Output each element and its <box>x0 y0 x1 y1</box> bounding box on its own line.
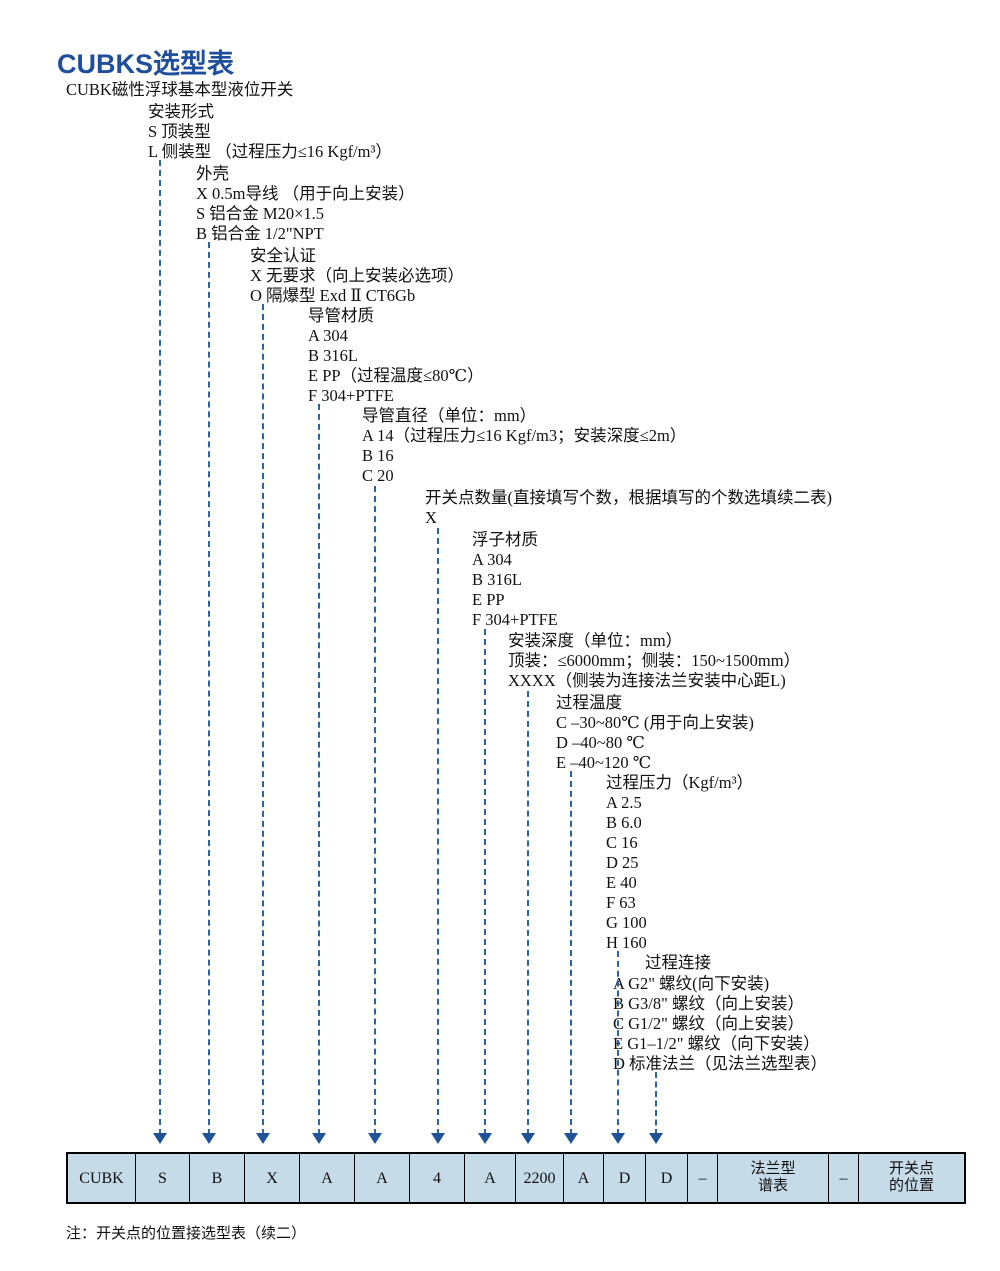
code-cell-switch-point-position-line1: 开关点 <box>888 1161 934 1177</box>
arrow-installation-depth <box>521 1133 535 1144</box>
connector-process-pressure <box>617 951 619 1135</box>
group-installation-depth-heading: 安装深度（单位：mm） <box>508 631 683 650</box>
option-process-pressure-d: D 25 <box>606 853 639 872</box>
code-cell-process-temperature[interactable]: A <box>564 1154 604 1202</box>
group-float-material-heading: 浮子材质 <box>472 530 538 549</box>
option-process-connection-e: E G1–1/2" 螺纹（向下安装） <box>613 1034 820 1053</box>
connector-conduit-material <box>318 404 320 1135</box>
code-cell-installation-depth[interactable]: 2200 <box>516 1154 564 1202</box>
option-float-material-e: E PP <box>472 590 505 609</box>
group-conduit-material-heading: 导管材质 <box>308 306 374 325</box>
option-mounting-type-s: S 顶装型 <box>148 122 211 141</box>
footnote: 注：开关点的位置接选型表（续二） <box>66 1225 307 1242</box>
arrow-process-pressure <box>611 1133 625 1144</box>
option-conduit-diameter-c: C 20 <box>362 466 394 485</box>
option-housing-x: X 0.5m导线 （用于向上安装） <box>196 184 415 203</box>
arrow-mounting-type <box>153 1133 167 1144</box>
option-process-temperature-d: D –40~80 ℃ <box>556 733 645 752</box>
group-process-pressure-heading: 过程压力（Kgf/m³） <box>606 773 754 792</box>
arrow-process-temperature <box>564 1133 578 1144</box>
code-cell-flange-table[interactable]: 法兰型 谱表 <box>718 1154 829 1202</box>
group-switch-point-count-heading: 开关点数量(直接填写个数，根据填写的个数选填续二表) <box>425 488 832 507</box>
option-safety-o: O 隔爆型 Exd Ⅱ CT6Gb <box>250 286 416 305</box>
connector-switch-point-count <box>437 528 439 1135</box>
connector-mounting-type <box>159 160 161 1135</box>
option-process-connection-b: B G3/8" 螺纹（向上安装） <box>613 994 804 1013</box>
option-process-temperature-c: C –30~80℃ (用于向上安装) <box>556 713 754 732</box>
code-cell-flange-table-line1: 法兰型 <box>750 1161 796 1177</box>
arrow-safety-certification <box>256 1133 270 1144</box>
arrow-conduit-material <box>312 1133 326 1144</box>
group-conduit-diameter-heading: 导管直径（单位：mm） <box>362 406 537 425</box>
code-cell-float-material[interactable]: A <box>465 1154 516 1202</box>
option-safety-x: X 无要求（向上安装必选项） <box>250 266 465 285</box>
connector-installation-depth <box>527 691 529 1135</box>
code-table: CUBK S B X A A 4 A 2200 A D D – 法兰型 谱表 –… <box>66 1152 966 1204</box>
option-housing-s: S 铝合金 M20×1.5 <box>196 204 325 223</box>
code-cell-switch-point-position[interactable]: 开关点 的位置 <box>859 1154 964 1202</box>
code-cell-mounting-type[interactable]: S <box>136 1154 190 1202</box>
option-conduit-material-b: B 316L <box>308 346 358 365</box>
arrow-housing <box>202 1133 216 1144</box>
code-cell-separator-2: – <box>829 1154 859 1202</box>
code-cell-conduit-diameter[interactable]: A <box>355 1154 410 1202</box>
arrow-float-material <box>478 1133 492 1144</box>
connector-housing <box>208 242 210 1135</box>
option-conduit-material-e: E PP（过程温度≤80℃） <box>308 366 484 385</box>
group-housing-heading: 外壳 <box>196 164 229 183</box>
option-process-connection-a: A G2" 螺纹(向下安装) <box>613 974 770 993</box>
code-cell-flange-table-line2: 谱表 <box>757 1178 788 1194</box>
option-conduit-material-a: A 304 <box>308 326 348 345</box>
code-cell-housing[interactable]: B <box>190 1154 245 1202</box>
option-mounting-type-l: L 侧装型 （过程压力≤16 Kgf/m³） <box>148 142 392 161</box>
option-float-material-a: A 304 <box>472 550 512 569</box>
code-cell-process-pressure[interactable]: D <box>604 1154 646 1202</box>
arrow-conduit-diameter <box>368 1133 382 1144</box>
option-process-pressure-c: C 16 <box>606 833 638 852</box>
code-cell-safety-certification[interactable]: X <box>245 1154 300 1202</box>
option-housing-b: B 铝合金 1/2"NPT <box>196 224 324 243</box>
root-label: CUBK磁性浮球基本型液位开关 <box>66 80 294 99</box>
arrow-process-connection <box>649 1133 663 1144</box>
code-cell-switch-point-count[interactable]: 4 <box>410 1154 465 1202</box>
page-title: CUBKS选型表 <box>57 49 235 79</box>
connector-safety-certification <box>262 304 264 1135</box>
option-float-material-f: F 304+PTFE <box>472 610 558 629</box>
connector-float-material <box>484 629 486 1135</box>
code-cell-process-connection[interactable]: D <box>646 1154 688 1202</box>
option-installation-depth-xxxx: XXXX（侧装为连接法兰安装中心距L) <box>508 671 786 690</box>
arrow-switch-point-count <box>431 1133 445 1144</box>
option-process-pressure-f: F 63 <box>606 893 636 912</box>
code-cell-conduit-material[interactable]: A <box>300 1154 355 1202</box>
option-conduit-diameter-b: B 16 <box>362 446 394 465</box>
code-cell-switch-point-position-line2: 的位置 <box>888 1178 934 1194</box>
group-mounting-type-heading: 安装形式 <box>148 102 214 121</box>
connector-conduit-diameter <box>374 486 376 1135</box>
option-process-pressure-e: E 40 <box>606 873 637 892</box>
option-process-pressure-g: G 100 <box>606 913 647 932</box>
group-process-temperature-heading: 过程温度 <box>556 693 622 712</box>
connector-process-temperature <box>570 771 572 1135</box>
option-process-pressure-b: B 6.0 <box>606 813 642 832</box>
option-installation-depth-range: 顶装：≤6000mm；侧装：150~1500mm） <box>508 651 801 670</box>
connector-process-connection <box>655 1072 657 1135</box>
code-cell-model[interactable]: CUBK <box>68 1154 136 1202</box>
code-cell-separator-1: – <box>688 1154 718 1202</box>
option-conduit-material-f: F 304+PTFE <box>308 386 394 405</box>
option-conduit-diameter-a: A 14（过程压力≤16 Kgf/m3；安装深度≤2m） <box>362 426 687 445</box>
option-switch-point-count-x: X <box>425 508 437 527</box>
option-process-temperature-e: E –40~120 ℃ <box>556 753 652 772</box>
option-float-material-b: B 316L <box>472 570 522 589</box>
option-process-pressure-a: A 2.5 <box>606 793 642 812</box>
option-process-connection-c: C G1/2" 螺纹（向上安装） <box>613 1014 804 1033</box>
group-process-connection-heading: 过程连接 <box>645 953 711 972</box>
group-safety-certification-heading: 安全认证 <box>250 246 316 265</box>
option-process-connection-d: D 标准法兰（见法兰选型表） <box>613 1054 828 1073</box>
option-process-pressure-h: H 160 <box>606 933 647 952</box>
